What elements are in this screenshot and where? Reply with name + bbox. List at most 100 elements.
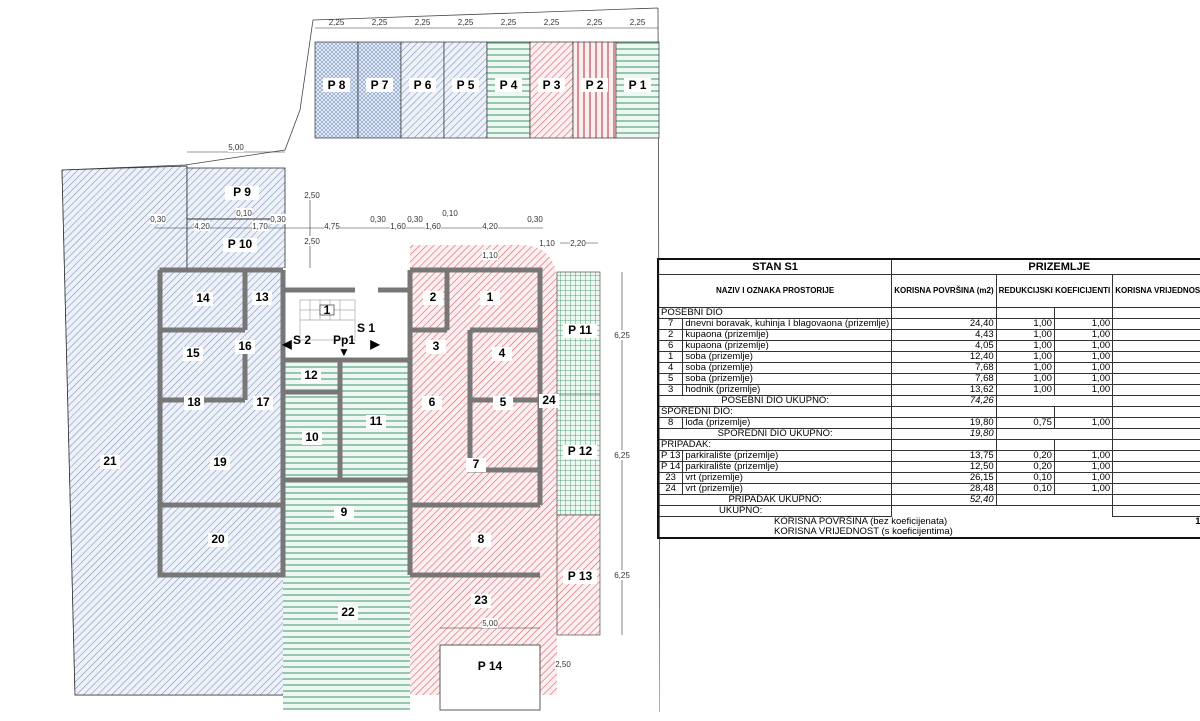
- room-value: 2,50: [1112, 461, 1200, 473]
- section-total-area: 74,26: [891, 395, 997, 407]
- entry-label-s1: S 1: [357, 321, 375, 335]
- table-cell: [1053, 406, 1114, 418]
- floor-plan: P 82,25P 72,25P 62,25P 52,25P 42,25P 32,…: [61, 7, 660, 713]
- dimension-label: 6,25: [614, 571, 630, 580]
- room-value: 4,05: [1112, 340, 1200, 352]
- room-label-r1: 1: [487, 290, 494, 304]
- room-name: kupaona (prizemlje): [682, 329, 893, 341]
- apartment-title: STAN S1: [657, 258, 893, 275]
- summary-row: UKUPNO:: [657, 505, 1200, 517]
- section-total-area: 19,80: [891, 428, 997, 440]
- room-value: 2,85: [1112, 483, 1200, 495]
- dimension-label: 6,25: [614, 331, 630, 340]
- room-number: 1: [657, 351, 684, 363]
- room-value: 14,85: [1112, 417, 1200, 429]
- section-title-row: PRIPADAK:: [657, 439, 1200, 451]
- dimension-label: 2,50: [304, 237, 320, 246]
- coefficient-2: 1,00: [1053, 417, 1114, 429]
- stair-box: [319, 304, 335, 316]
- room-label-r15: 15: [186, 346, 200, 360]
- coefficient-2: 1,00: [1053, 461, 1114, 473]
- entry-label-s2: S 2: [293, 333, 311, 347]
- dimension-label: 1,70: [252, 222, 268, 231]
- table-cell: [1112, 439, 1200, 451]
- section-total-label: POSEBNI DIO UKUPNO:: [657, 395, 893, 407]
- dimension-label: 2,20: [570, 239, 586, 248]
- room-label-r7: 7: [473, 457, 480, 471]
- room-area: 7,68: [891, 362, 997, 374]
- section-total-label: SPOREDNI DIO UKUPNO:: [657, 428, 893, 440]
- table-cell: [995, 494, 1114, 506]
- dimension-label: 2,25: [415, 18, 431, 27]
- table-cell: [995, 406, 1055, 418]
- coefficient-1: 1,00: [995, 373, 1055, 385]
- room-label-r20: 20: [211, 532, 225, 546]
- table-cell: [891, 307, 997, 319]
- room-number: 7: [657, 318, 684, 330]
- dimension-label: 5,00: [228, 143, 244, 152]
- room-label-r11: 11: [370, 414, 383, 428]
- room-value: 24,40: [1112, 318, 1200, 330]
- summary-value-value: 99,83: [1113, 527, 1200, 538]
- coefficient-2: 1,00: [1053, 384, 1114, 396]
- room-name: hodnik (prizemlje): [682, 384, 893, 396]
- coefficient-2: 1,00: [1053, 362, 1114, 374]
- header-coef: REDUKCIJSKI KOEFICIJENTI: [995, 274, 1114, 308]
- summary-label: UKUPNO:: [657, 505, 893, 517]
- room-label-r16: 16: [238, 339, 252, 353]
- room-label-r10: 10: [305, 430, 319, 444]
- parking-label-p10: P 10: [228, 237, 253, 251]
- section-total-value: 74,26: [1112, 395, 1200, 407]
- coefficient-2: 1,00: [1053, 483, 1114, 495]
- room-area: 26,15: [891, 472, 997, 484]
- room-name: parkiralište (prizemlje): [682, 450, 893, 462]
- section-total-row: PRIPADAK UKUPNO:52,407,87: [657, 494, 1200, 506]
- room-label-r17: 17: [256, 395, 270, 409]
- dimension-label: 1,60: [425, 222, 441, 231]
- room-name: soba (prizemlje): [682, 351, 893, 363]
- coefficient-1: 0,20: [995, 461, 1055, 473]
- coefficient-1: 0,20: [995, 450, 1055, 462]
- dimension-label: 2,25: [587, 18, 603, 27]
- room-value: 7,68: [1112, 373, 1200, 385]
- room-area: 19,80: [891, 417, 997, 429]
- entry-arrow-icon: ▶: [369, 337, 380, 351]
- room-number: 3: [657, 384, 684, 396]
- room-name: soba (prizemlje): [682, 373, 893, 385]
- room-area: 4,05: [891, 340, 997, 352]
- dimension-label: 4,75: [324, 222, 340, 231]
- room-label-r2: 2: [430, 290, 437, 304]
- room-name: vrt (prizemlje): [682, 472, 893, 484]
- room-value: 12,40: [1112, 351, 1200, 363]
- room-area: 28,48: [891, 483, 997, 495]
- dimension-label: 0,30: [270, 215, 286, 224]
- parking-row-top: P 82,25P 72,25P 62,25P 52,25P 42,25P 32,…: [314, 18, 660, 139]
- room-label-r8: 8: [478, 532, 485, 546]
- dimension-label: 0,30: [527, 215, 543, 224]
- parking-label: P 1: [629, 78, 647, 92]
- header-area: KORISNA POVRŠINA (m2): [891, 274, 997, 308]
- room-area: 12,40: [891, 351, 997, 363]
- coefficient-1: 1,00: [995, 340, 1055, 352]
- table-cell: [1053, 439, 1114, 451]
- room-label-r18: 18: [187, 395, 201, 409]
- entry-arrow-icon: ◀: [281, 337, 292, 351]
- parking-label: P 6: [414, 78, 432, 92]
- room-label-r21: 21: [103, 454, 117, 468]
- section-total-row: SPOREDNI DIO UKUPNO:19,8014,85: [657, 428, 1200, 440]
- coefficient-2: 1,00: [1053, 329, 1114, 341]
- coefficient-1: 1,00: [995, 329, 1055, 341]
- coefficient-2: 1,00: [1053, 373, 1114, 385]
- parking-label: P 7: [371, 78, 389, 92]
- dimension-label: 2,50: [304, 191, 320, 200]
- table-cell: [1112, 307, 1200, 319]
- room-label-r5: 5: [500, 395, 507, 409]
- room-number: 4: [657, 362, 684, 374]
